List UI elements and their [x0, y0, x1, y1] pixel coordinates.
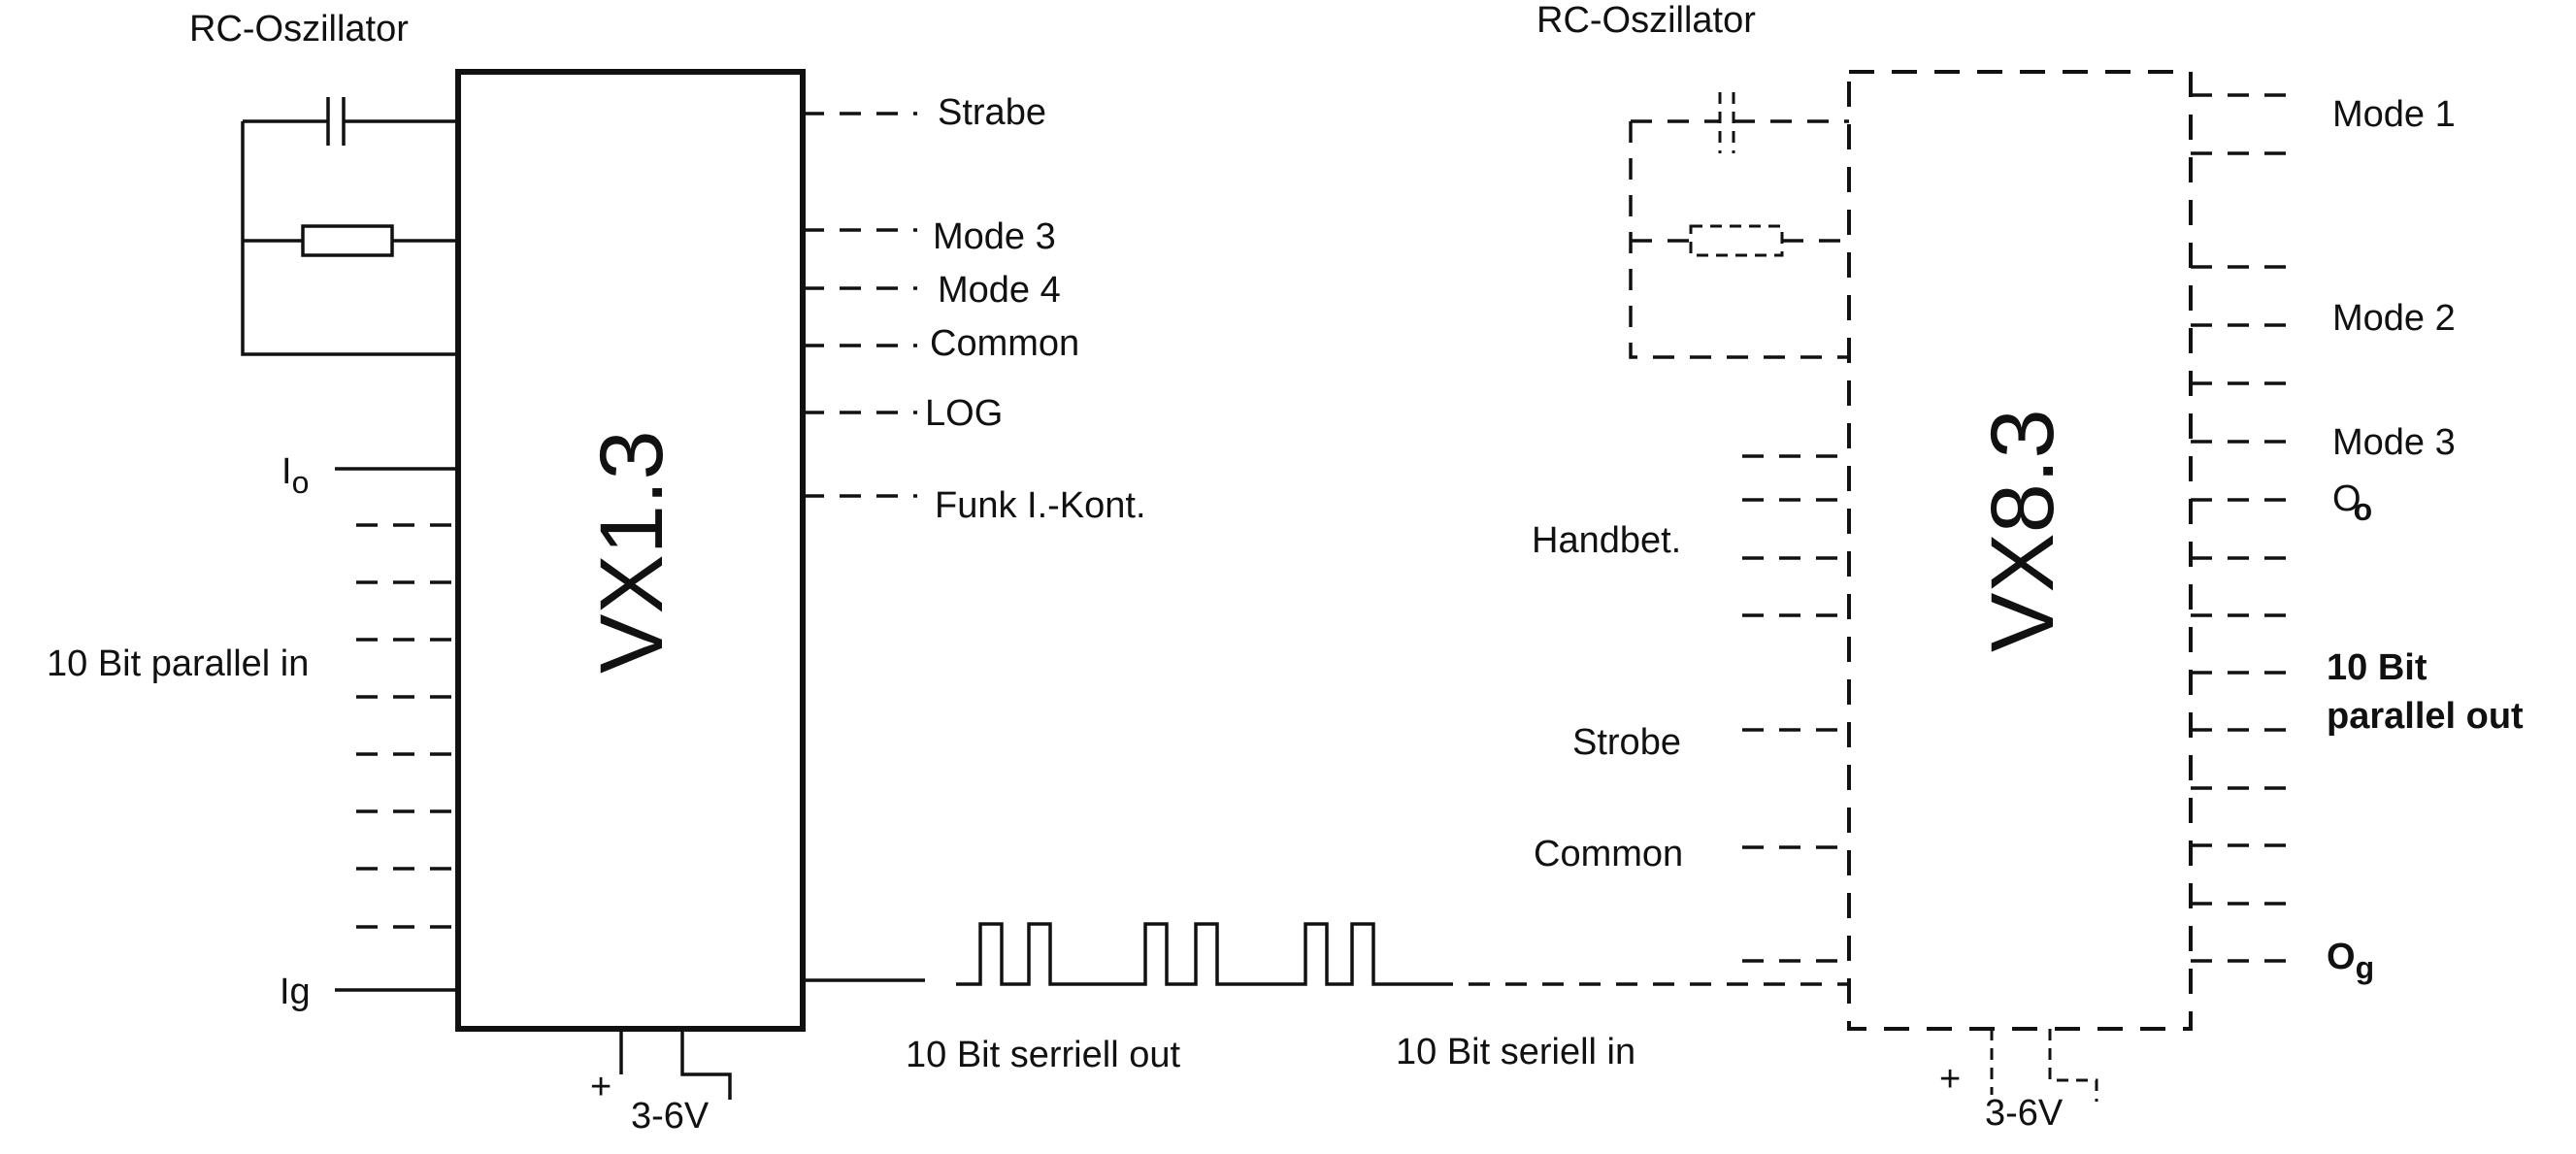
vx13-output-label: Strabe [938, 92, 1046, 133]
vx83-pin-og: Og [2327, 937, 2374, 985]
vx83-pin-o0: Oo [2332, 478, 2372, 527]
vx83-mode1-label: Mode 1 [2332, 94, 2456, 135]
vx13-supply-label: 3-6V [631, 1096, 710, 1137]
vx83-outputs [2191, 93, 2295, 963]
vx83-power-supply: + 3-6V [1939, 1029, 2098, 1134]
vx83-chip-label: VX8.3 [1973, 409, 2072, 652]
vx83-osc-label: RC-Oszillator [1536, 0, 1756, 41]
vx13-outputs: Strabe Mode 3 Mode 4 Common LOG Funk I.-… [803, 92, 1146, 526]
serial-in-label: 10 Bit seriell in [1396, 1032, 1635, 1072]
serial-out-label: 10 Bit serriell out [906, 1035, 1180, 1075]
vx13-output-label: Mode 3 [933, 216, 1056, 257]
serial-link: 10 Bit serriell out 10 Bit seriell in [803, 922, 1849, 1075]
vx83-strobe-label: Strobe [1572, 722, 1681, 763]
vx13-output-label: Funk I.-Kont. [935, 485, 1146, 526]
vx13-pin-io: Io [281, 451, 309, 500]
vx83-handbet-label: Handbet. [1532, 520, 1681, 561]
vx13-output-label: Common [930, 323, 1079, 364]
vx13-input-label: 10 Bit parallel in [47, 643, 309, 684]
vx83-mode2-label: Mode 2 [2332, 298, 2456, 339]
vx13-chip [455, 69, 806, 1032]
vx83-chip [1847, 70, 2193, 1031]
vx13-parallel-inputs [356, 523, 458, 929]
vx83-output-label-line1: 10 Bit [2327, 647, 2427, 688]
vx83-mode3-label: Mode 3 [2332, 422, 2456, 463]
vx13-rc-oscillator [241, 97, 458, 356]
vx13-osc-label: RC-Oszillator [189, 9, 409, 49]
vx13-supply-plus: + [590, 1067, 611, 1107]
vx13-power-supply: + 3-6V [590, 1029, 732, 1137]
vx13-output-label: LOG [925, 393, 1003, 434]
serial-pulse-train [956, 922, 1432, 986]
vx83-output-label-line2: parallel out [2327, 696, 2524, 737]
vx83-supply-plus: + [1939, 1059, 1961, 1100]
vx13-pin-ig: Ig [280, 972, 311, 1012]
vx83-common-label: Common [1534, 834, 1683, 874]
vx83-group: RC-Oszillator VX8.3 Handbet. Strobe Comm… [1532, 0, 2524, 1134]
vx83-resistor [1689, 224, 1784, 257]
vx83-supply-label: 3-6V [1985, 1093, 2064, 1134]
vx13-chip-label: VX1.3 [582, 430, 681, 674]
vx83-handbet-inputs [1742, 454, 1849, 617]
vx83-rc-oscillator [1629, 92, 1849, 359]
vx13-resistor [301, 224, 394, 257]
vx13-output-label: Mode 4 [938, 270, 1061, 311]
vx13-group: RC-Oszillator VX1.3 Io 10 Bit parallel i… [47, 9, 1146, 1137]
